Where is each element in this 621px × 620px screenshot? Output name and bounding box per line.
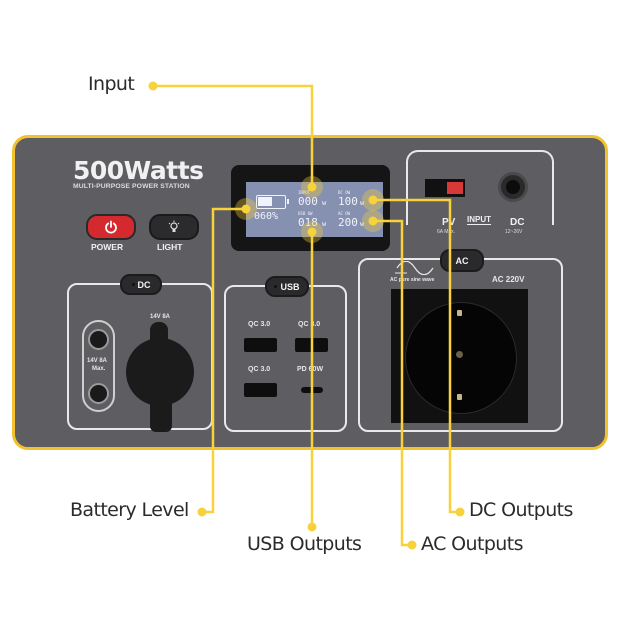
ac-ground-clip (457, 394, 462, 400)
barrel-port-1[interactable] (88, 329, 109, 350)
barrel-port-2[interactable] (88, 383, 109, 404)
callout-dc-outputs: DC Outputs (469, 499, 573, 521)
callout-dot (455, 507, 465, 517)
callout-dot (148, 81, 158, 91)
battery-fill (258, 197, 272, 206)
callout-battery-level: Battery Level (70, 499, 189, 521)
ac-wave-label: AC pure sine wave (390, 277, 435, 283)
light-label: LIGHT (157, 242, 183, 252)
lcd-dc-label: DC OW (338, 190, 351, 195)
dc-callout-line (373, 198, 460, 514)
lightbulb-icon (168, 220, 180, 232)
lcd-ac-value: 200 (338, 216, 358, 229)
ac-badge-label: AC (455, 255, 469, 266)
lcd-screen (246, 182, 383, 237)
input-label: INPUT (467, 215, 491, 225)
battery-callout-line (202, 207, 246, 514)
barrel-label-max: Max. (92, 366, 106, 372)
dc-input-hole (506, 180, 520, 194)
brand-subtitle: MULTI-PURPOSE POWER STATION (73, 183, 190, 190)
dc-input-label: DC (510, 217, 525, 228)
ac-center-screw (456, 351, 463, 358)
brand-title: 500Watts (73, 156, 204, 185)
lcd-input-value: 000 (298, 195, 318, 208)
lcd-dc-value: 100 (338, 195, 358, 208)
usb-a-port[interactable] (244, 383, 277, 397)
barrel-label: 14V 8A (87, 358, 108, 364)
callout-usb-outputs: USB Outputs (247, 533, 362, 555)
battery-icon (256, 195, 289, 209)
usb-badge: USB (265, 276, 309, 297)
callout-dot (241, 204, 251, 214)
dc-input-sub-label: 12~26V (505, 229, 523, 235)
ac-ground-clip (457, 310, 462, 316)
power-icon (105, 220, 117, 234)
usb-port-label: QC 3.0 (248, 321, 271, 328)
callout-dot (368, 195, 378, 205)
lcd-input-label: INPUT (298, 190, 311, 195)
lcd-unit: w (360, 220, 365, 228)
anderson-pv-port[interactable] (425, 179, 465, 197)
car-socket-tab (150, 322, 168, 344)
callout-input: Input (88, 73, 135, 95)
car-socket-strap (150, 400, 172, 432)
car-socket-cap[interactable] (126, 338, 194, 406)
callout-dot (197, 507, 207, 517)
callout-dot (307, 182, 317, 192)
dc-badge: DC (120, 274, 162, 295)
light-button[interactable] (149, 214, 199, 240)
lcd-ac-label: AC OW (338, 211, 351, 216)
usb-port-label: QC 3.0 (248, 366, 271, 373)
callout-dot (307, 227, 317, 237)
usb-a-port[interactable] (244, 338, 277, 352)
battery-tip (287, 199, 289, 204)
lcd-usb-value: 018 (298, 216, 318, 229)
barrel-port-group (82, 320, 115, 412)
dc-badge-label: DC (137, 279, 151, 290)
input-callout-line (153, 84, 314, 187)
pv-label: PV (442, 217, 456, 228)
dc-input-port[interactable] (498, 172, 528, 202)
pv-sub-label: 6A Max. (437, 229, 456, 235)
power-label: POWER (91, 242, 124, 252)
ac-voltage-label: AC 220V (492, 275, 525, 284)
usb-badge-label: USB (280, 281, 300, 292)
callout-dot (368, 216, 378, 226)
usb-port-label: PD 60W (297, 366, 324, 373)
pv-port-red (447, 182, 463, 194)
callout-ac-outputs: AC Outputs (421, 533, 523, 555)
callout-dot (407, 540, 417, 550)
battery-percent: 060% (254, 211, 279, 222)
lcd-unit: w (322, 199, 327, 207)
input-panel-frame (406, 150, 554, 225)
lcd-unit: w (322, 220, 327, 228)
ac-callout-line (373, 219, 412, 547)
callout-dot (307, 522, 317, 532)
lcd-unit: w (360, 199, 365, 207)
car-socket-label: 14V 8A (150, 314, 171, 320)
lcd-usb-label: USB OW (298, 211, 313, 216)
usb-port-label: QC 3.0 (298, 321, 321, 328)
power-button[interactable] (86, 214, 136, 240)
